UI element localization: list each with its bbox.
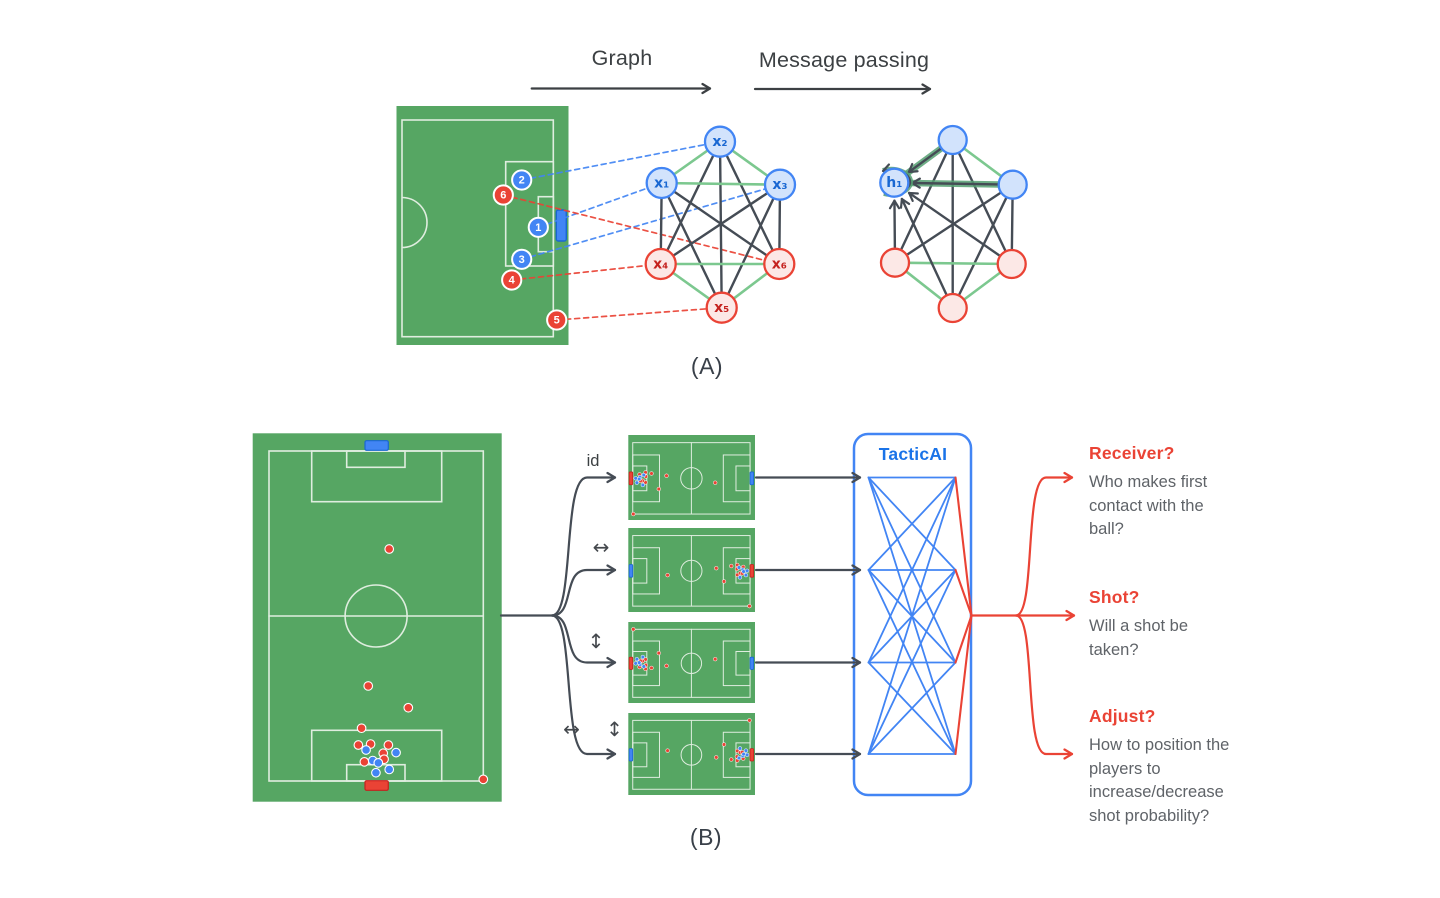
output-adjust-body: How to position the players to increase/… xyxy=(1089,736,1230,825)
input-graph: x₁ x₂ x₃ x₄ x₅ x₆ xyxy=(644,125,797,324)
graph-arrow-label: Graph xyxy=(591,46,653,70)
augmented-mini-pitches xyxy=(628,435,755,795)
svg-text:4: 4 xyxy=(509,275,516,287)
output-shot-body: Will a shot be taken? xyxy=(1089,617,1189,659)
output-shot-title: Shot? xyxy=(1089,587,1140,607)
output-adjust: Adjust? How to position the players to i… xyxy=(1089,706,1247,828)
output-branch-arrows xyxy=(970,471,1076,760)
panel-a-players: 2 6 1 34 5 xyxy=(492,169,568,331)
svg-text:x₂: x₂ xyxy=(712,134,727,150)
svg-text:6: 6 xyxy=(500,190,506,202)
corner-kick-pitch xyxy=(252,433,502,802)
player-to-node-links xyxy=(502,140,781,321)
svg-text:x₄: x₄ xyxy=(653,257,668,273)
svg-text:x₁: x₁ xyxy=(654,176,669,192)
process-arrows xyxy=(530,82,932,95)
panel-b-label: (B) xyxy=(689,824,723,850)
transform-label-identity: id xyxy=(586,452,600,470)
panel-a-label: (A) xyxy=(690,353,724,379)
output-adjust-title: Adjust? xyxy=(1089,706,1156,726)
output-receiver: Receiver? Who makes first contact with t… xyxy=(1089,443,1247,542)
tacticai-title: TacticAI xyxy=(878,444,948,464)
transform-label-horizontal-flip: ↔ xyxy=(592,535,610,559)
transform-label-vertical-flip: ↕ xyxy=(587,629,605,653)
augmentation-branch-arrows xyxy=(499,471,617,760)
svg-text:2: 2 xyxy=(519,175,525,187)
svg-text:5: 5 xyxy=(554,315,560,327)
transform-label-both-flips: ↔ ↕ xyxy=(563,717,633,741)
svg-text:x₃: x₃ xyxy=(772,177,787,193)
svg-text:x₆: x₆ xyxy=(772,257,787,273)
svg-text:1: 1 xyxy=(535,222,541,234)
message-passing-arrow-label: Message passing xyxy=(758,48,930,72)
svg-text:3: 3 xyxy=(519,254,525,266)
message-passing-graph: h₁ xyxy=(879,124,1028,324)
output-shot: Shot? Will a shot be taken? xyxy=(1089,587,1247,662)
output-receiver-body: Who makes first contact with the ball? xyxy=(1089,473,1208,538)
output-receiver-title: Receiver? xyxy=(1089,443,1175,463)
svg-text:h₁: h₁ xyxy=(886,175,902,191)
tacticai-model-box xyxy=(754,432,973,797)
svg-text:x₅: x₅ xyxy=(714,300,729,316)
